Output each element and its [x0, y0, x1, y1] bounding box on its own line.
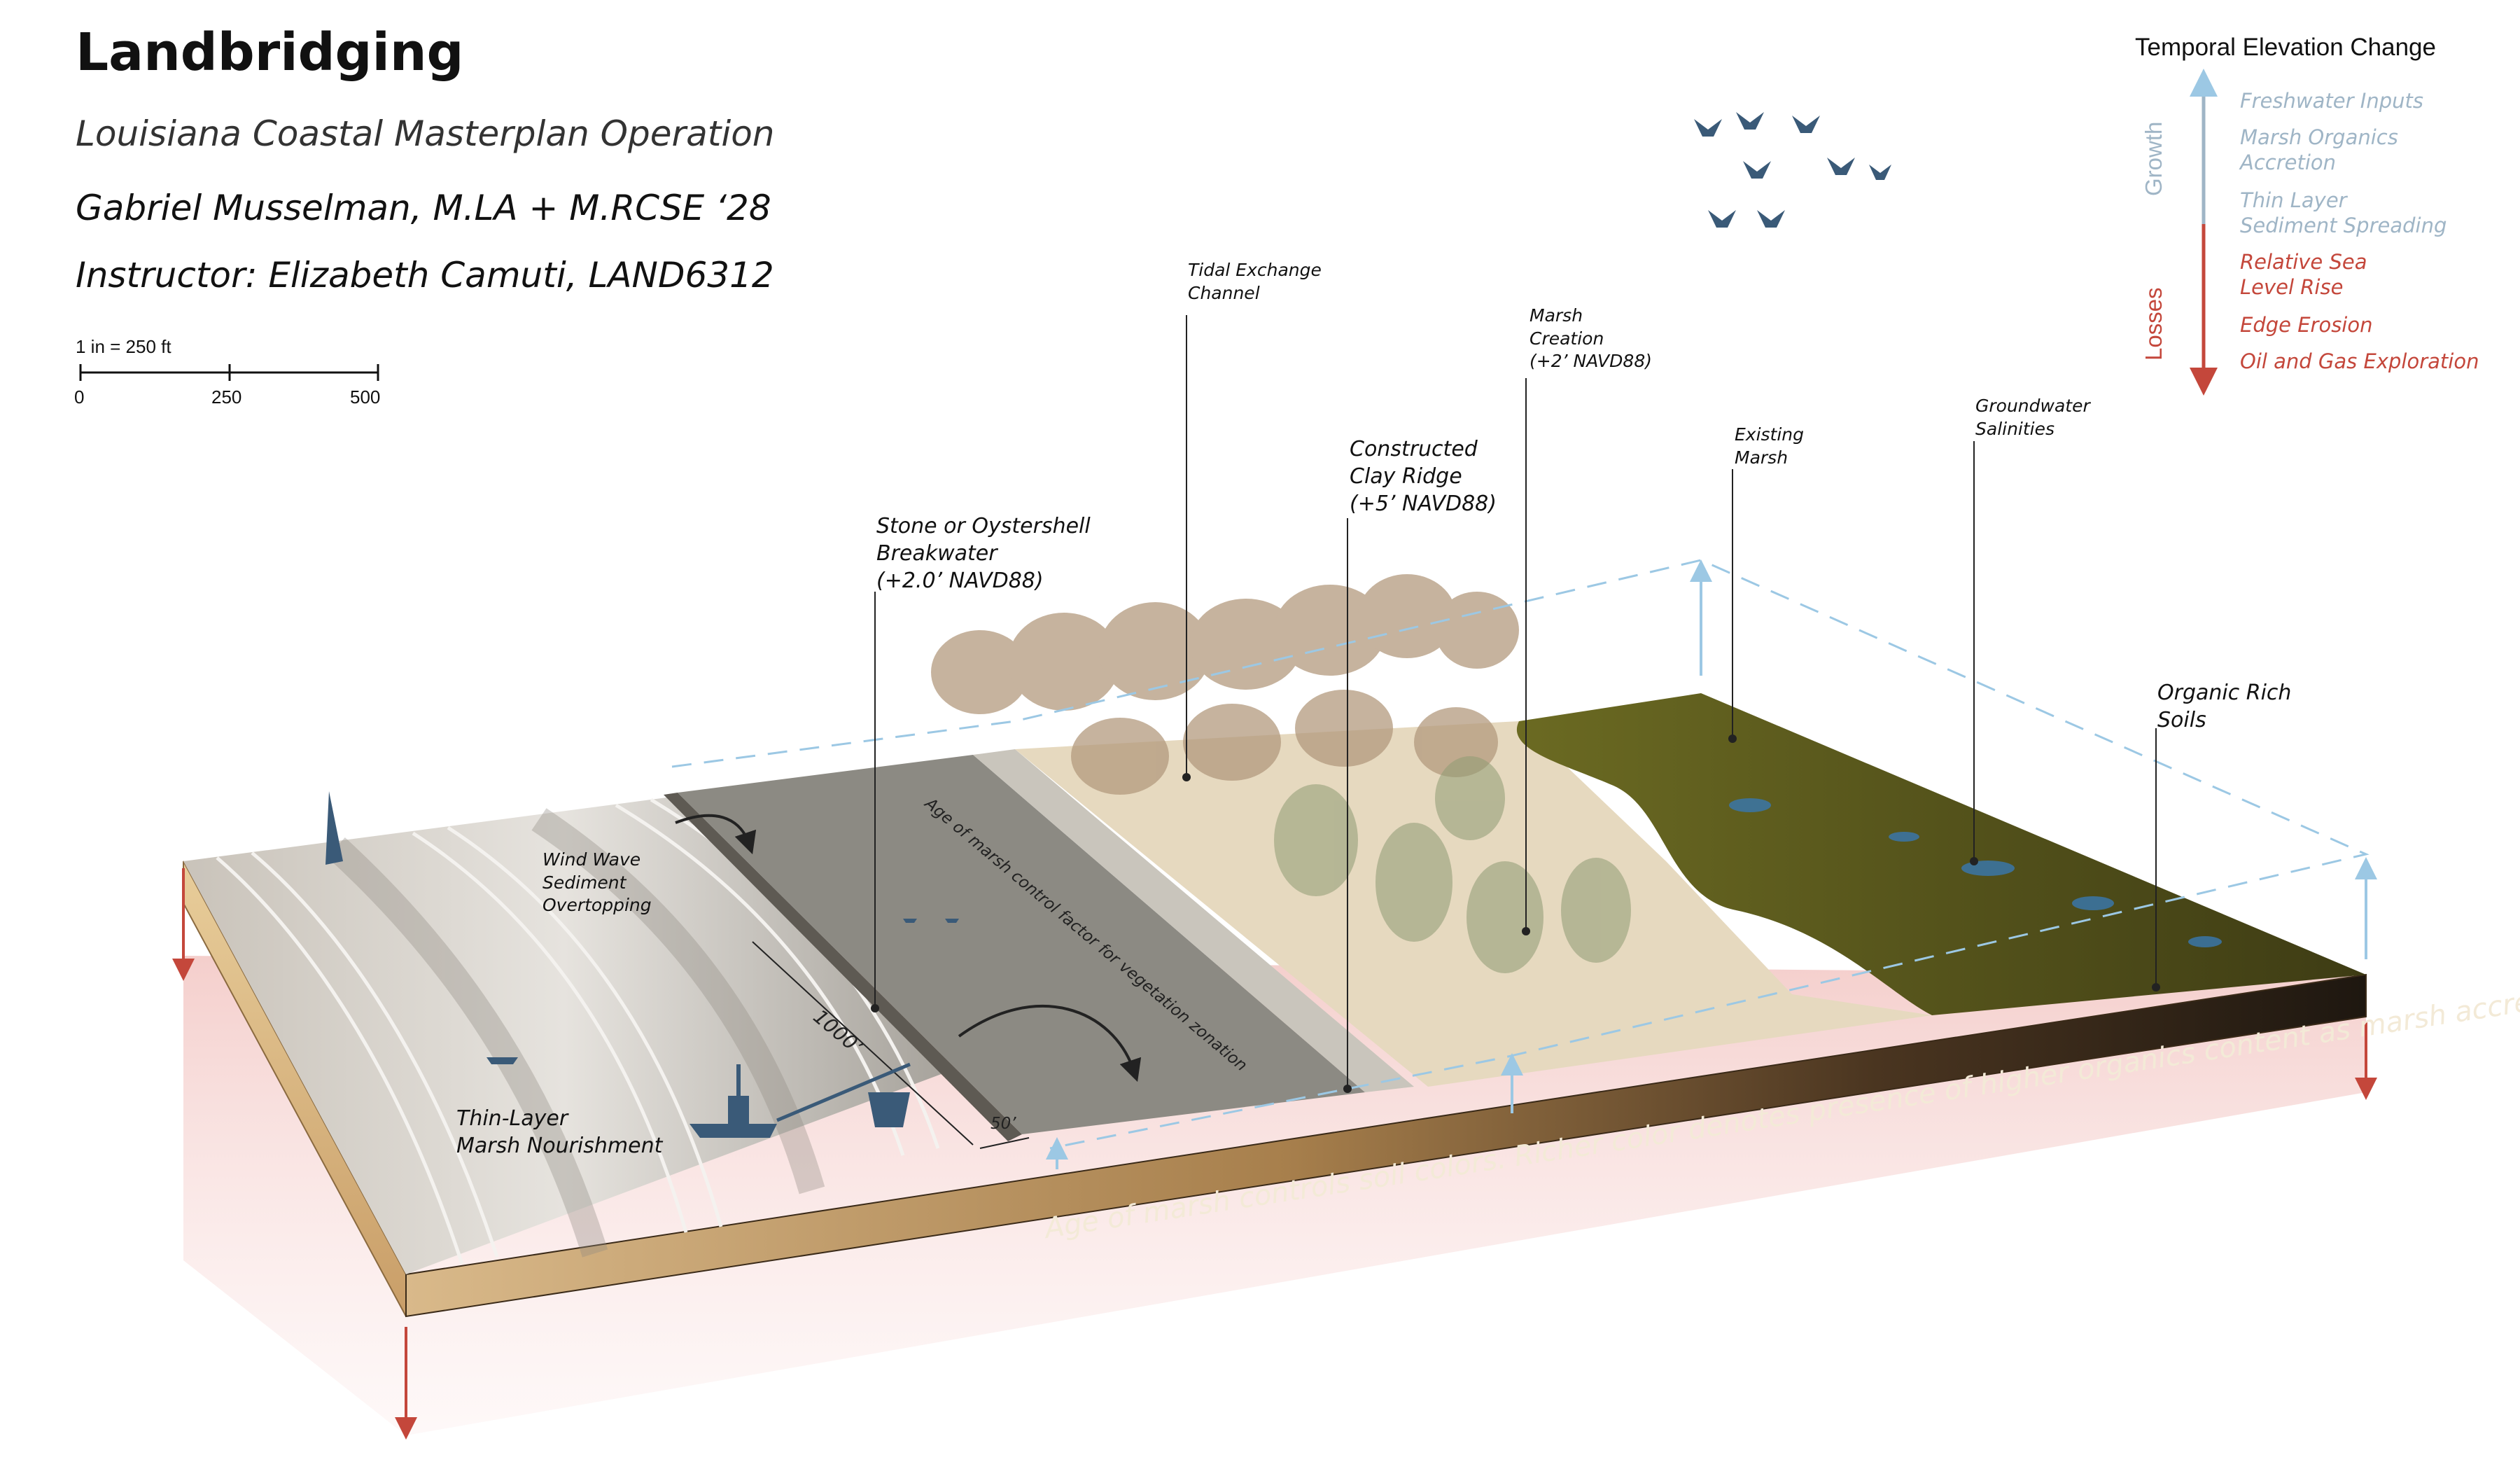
small-boat-icon — [486, 919, 959, 1064]
legend-losses-label: Losses — [2141, 287, 2166, 361]
open-water — [678, 755, 1365, 1134]
legend-item-sea-level: Relative Sea Level Rise — [2240, 250, 2367, 300]
legend-title: Temporal Elevation Change — [2135, 34, 2436, 61]
scale-tick-0: 0 — [74, 387, 85, 408]
tree-canopy — [931, 574, 1519, 795]
existing-marsh-area — [1516, 693, 2366, 1015]
page-title: Landbridging — [76, 22, 464, 83]
callout-tidal-exchange: Tidal Exchange Channel — [1188, 260, 1322, 303]
callout-existing-marsh: Existing Marsh — [1735, 424, 1805, 468]
instructor-line: Instructor: Elizabeth Camuti, LAND6312 — [76, 255, 774, 295]
dimension-50-label: 50’ — [990, 1115, 1016, 1133]
legend-item-edge-erosion: Edge Erosion — [2240, 313, 2373, 337]
callout-leaders — [874, 315, 2157, 1089]
author-line: Gabriel Musselman, M.LA + M.RCSE ‘28 — [76, 188, 771, 228]
callout-thin-layer: Thin-Layer Marsh Nourishment — [456, 1106, 663, 1158]
tree-canopy-green — [1274, 756, 1631, 973]
callout-groundwater: Groundwater Salinities — [1975, 396, 2090, 439]
scale-tick-250: 250 — [211, 387, 242, 408]
callout-wind-wave: Wind Wave Sediment Overtopping — [542, 849, 652, 915]
scale-bar-label: 1 in = 250 ft — [76, 336, 172, 357]
breakwater-band — [664, 793, 1022, 1141]
legend-item-marsh-organics: Marsh Organics Accretion — [2240, 125, 2398, 175]
callout-organic-soils: Organic Rich Soils — [2157, 681, 2292, 732]
clay-ridge-strip — [973, 749, 1414, 1092]
sailboat-icon — [326, 791, 343, 865]
growth-envelope — [671, 559, 2370, 1150]
callout-clay-ridge: Constructed Clay Ridge (+5’ NAVD88) — [1350, 437, 1497, 516]
callout-dots — [871, 734, 2160, 1093]
scale-tick-500: 500 — [350, 387, 381, 408]
legend-growth-label: Growth — [2141, 121, 2166, 196]
beach-zone — [183, 797, 945, 1274]
legend-item-freshwater: Freshwater Inputs — [2240, 89, 2423, 113]
legend-item-thin-layer: Thin Layer Sediment Spreading — [2240, 188, 2447, 238]
callout-breakwater: Stone or Oystershell Breakwater (+2.0’ N… — [876, 514, 1091, 593]
dimension-50 — [979, 1137, 1030, 1149]
boat-icon — [690, 1062, 911, 1138]
growth-arrows — [1046, 559, 2377, 1169]
dimension-1000 — [752, 941, 974, 1146]
birds-icon — [1694, 112, 1891, 228]
trough-bands — [327, 808, 825, 1258]
callout-marsh-creation: Marsh Creation (+2’ NAVD88) — [1530, 305, 1652, 371]
process-arrows — [675, 814, 1142, 1082]
page-subtitle: Louisiana Coastal Masterplan Operation — [76, 113, 775, 154]
loss-arrows — [172, 868, 2377, 1440]
block-front-face — [405, 973, 2367, 1318]
legend-item-oil-gas: Oil and Gas Exploration — [2240, 349, 2479, 373]
scale-bar — [79, 364, 379, 381]
